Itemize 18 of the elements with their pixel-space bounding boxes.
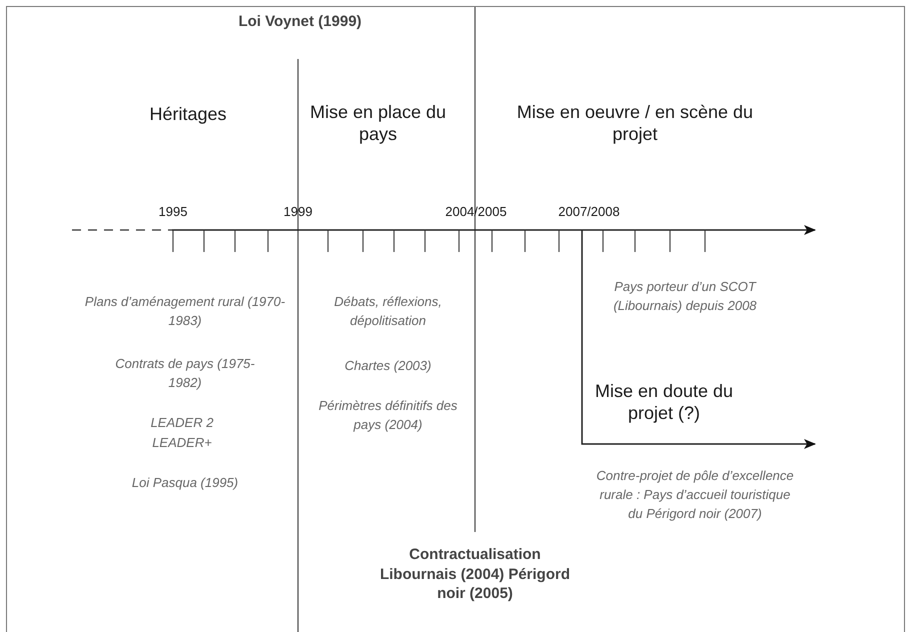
event-note: Chartes (2003) bbox=[344, 357, 432, 375]
event-note: Loi Pasqua (1995) bbox=[130, 474, 240, 492]
law-label: Loi Voynet (1999) bbox=[237, 12, 363, 32]
event-note: Pays porteur d’un SCOT (Libournais) depuis 2008 bbox=[612, 278, 758, 315]
event-note: Périmètres définitifs des pays (2004) bbox=[318, 397, 458, 434]
year-label: 2007/2008 bbox=[557, 204, 621, 220]
event-note: Contre-projet de pôle d’excellence rurale : Pays d’accueil touristique du Périgord noir (2007) bbox=[595, 467, 795, 523]
event-note: LEADER+ bbox=[151, 434, 213, 452]
event-label: Contractualisation Libournais (2004) Périgord noir (2005) bbox=[378, 545, 572, 604]
event-note: LEADER 2 bbox=[150, 414, 214, 432]
event-note: Contrats de pays (1975-1982) bbox=[114, 355, 256, 392]
year-label: 1995 bbox=[158, 204, 188, 220]
event-note: Plans d’aménagement rural (1970-1983) bbox=[84, 293, 286, 330]
section-heading: Mise en oeuvre / en scène du projet bbox=[516, 102, 754, 146]
section-heading: Mise en doute du projet (?) bbox=[594, 381, 734, 424]
section-heading: Mise en place du pays bbox=[308, 102, 448, 146]
event-note: Débats, réflexions, dépolitisation bbox=[333, 293, 443, 330]
section-heading: Héritages bbox=[148, 104, 228, 126]
